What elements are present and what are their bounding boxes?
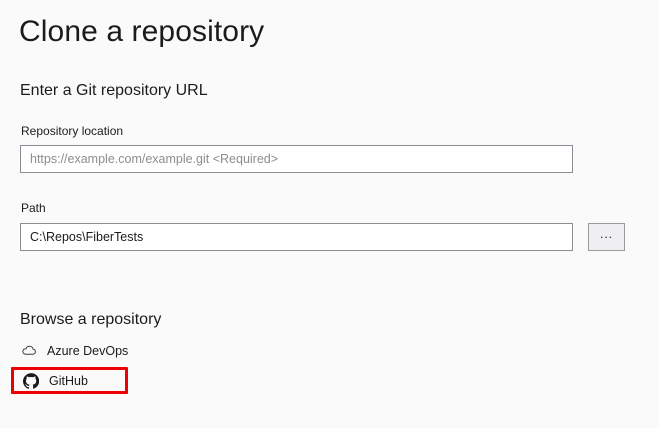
provider-item-azure-devops[interactable]: Azure DevOps <box>20 341 128 361</box>
url-section-heading: Enter a Git repository URL <box>20 82 208 99</box>
browse-path-button[interactable]: ... <box>588 223 625 251</box>
browse-section-heading: Browse a repository <box>20 311 162 328</box>
repository-location-label: Repository location <box>21 124 124 138</box>
provider-label-azure-devops: Azure DevOps <box>47 344 129 358</box>
ellipsis-icon: ... <box>599 227 613 241</box>
page-title: Clone a repository <box>19 15 265 48</box>
provider-label-github: GitHub <box>49 374 88 388</box>
github-icon <box>22 372 40 390</box>
provider-item-github[interactable]: GitHub <box>22 371 88 391</box>
cloud-icon <box>20 342 38 360</box>
path-input[interactable] <box>20 223 573 251</box>
path-label: Path <box>21 201 46 215</box>
repository-location-input[interactable] <box>20 145 573 173</box>
